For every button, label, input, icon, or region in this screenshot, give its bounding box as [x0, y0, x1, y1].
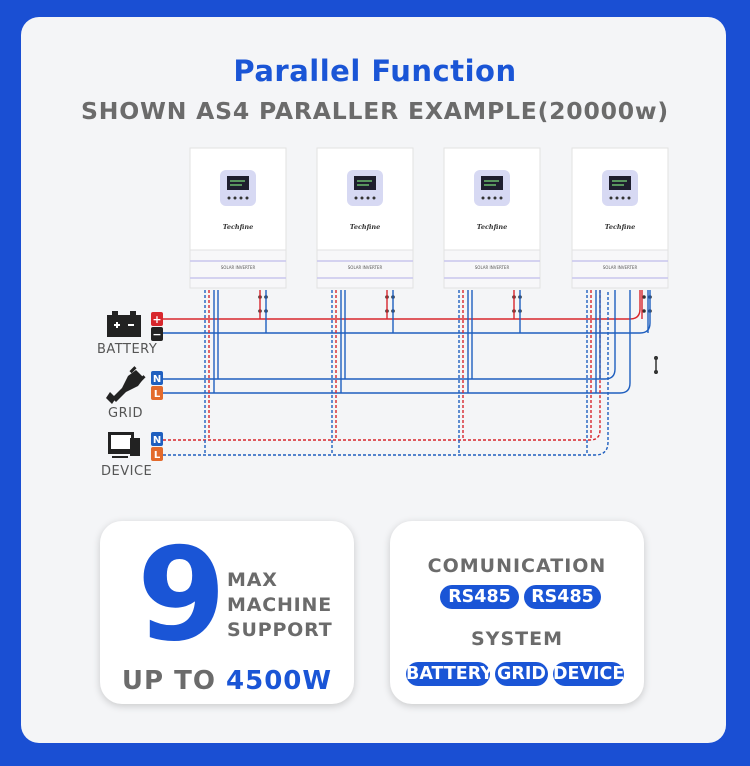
capacity-card — [100, 521, 354, 704]
machine-label: MACHINE — [227, 594, 333, 616]
terminal-minus-label: − — [152, 328, 161, 341]
device-icon — [108, 432, 140, 458]
grid-terminal-l: L — [154, 389, 161, 400]
breaker-symbol — [654, 356, 658, 374]
grid-terminals: N L — [151, 371, 163, 400]
inverter-model: SOLAR INVERTER — [475, 265, 510, 270]
lcd-screen — [354, 176, 376, 190]
lcd-screen — [227, 176, 249, 190]
wire — [163, 290, 616, 380]
inverter-brand: Techfine — [605, 223, 636, 231]
page-subtitle: SHOWN AS4 PARALLER EXAMPLE(20000w) — [81, 97, 669, 125]
device-terminal-n: N — [153, 435, 161, 446]
wire — [163, 290, 641, 320]
inverter-brand: Techfine — [350, 223, 381, 231]
rs485-pill-1: RS485 — [440, 585, 519, 609]
device-pill: DEVICE — [553, 662, 625, 686]
rs485-pill-2: RS485 — [524, 585, 601, 609]
inverter-model: SOLAR INVERTER — [221, 265, 256, 270]
inverter-model: SOLAR INVERTER — [603, 265, 638, 270]
battery-pill: BATTERY — [406, 662, 493, 686]
device-label: DEVICE — [101, 464, 153, 479]
page-title: Parallel Function — [233, 54, 517, 88]
wire — [163, 290, 631, 394]
wire — [163, 290, 651, 334]
wire — [163, 290, 601, 441]
communication-heading: COMUNICATION — [427, 555, 607, 577]
battery-label: BATTERY — [97, 342, 158, 357]
system-heading: SYSTEM — [471, 628, 563, 650]
grid-label: GRID — [108, 406, 143, 421]
grid-pill: GRID — [495, 662, 548, 686]
device-terminals: N L — [151, 432, 163, 461]
wiring — [163, 290, 651, 456]
power-rating: UP TO 4500W — [100, 666, 354, 696]
lcd-screen — [609, 176, 631, 190]
device-terminal-l: L — [154, 450, 161, 461]
battery-terminals: + − — [151, 312, 163, 341]
grid-terminal-n: N — [153, 374, 161, 385]
inverter-brand: Techfine — [477, 223, 508, 231]
terminal-plus-label: + — [152, 313, 161, 326]
plug-icon — [106, 366, 146, 404]
support-label: SUPPORT — [227, 619, 333, 641]
max-machine-number: 9 — [137, 521, 226, 670]
inverter-brand: Techfine — [223, 223, 254, 231]
battery-icon — [107, 311, 141, 337]
max-label: MAX — [227, 569, 278, 591]
wire — [163, 290, 609, 456]
upto-value: 4500W — [226, 666, 333, 696]
upto-prefix: UP TO — [121, 666, 216, 696]
lcd-screen — [481, 176, 503, 190]
inverter-model: SOLAR INVERTER — [348, 265, 383, 270]
